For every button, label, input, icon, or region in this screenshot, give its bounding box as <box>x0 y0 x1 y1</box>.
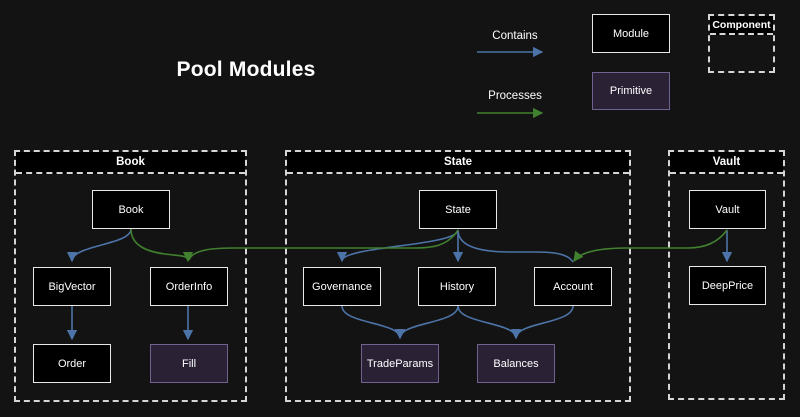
legend-module-box: Module <box>592 14 670 53</box>
legend-primitive-box: Primitive <box>592 72 670 110</box>
vault-container-title: Vault <box>670 152 783 174</box>
node-deepprice: DeepPrice <box>689 266 766 305</box>
legend-contains-label: Contains <box>492 30 538 42</box>
state-container-title: State <box>287 152 629 174</box>
node-account: Account <box>534 267 612 306</box>
node-book-label: Book <box>118 203 144 216</box>
node-governance-label: Governance <box>312 280 372 293</box>
node-state: State <box>419 190 497 229</box>
state-container: State <box>285 150 631 402</box>
node-book: Book <box>92 190 170 229</box>
vault-container: Vault <box>668 150 785 400</box>
node-balances: Balances <box>477 344 555 383</box>
node-tradeparams: TradeParams <box>361 344 439 383</box>
legend-module-label: Module <box>612 27 650 40</box>
node-deepprice-label: DeepPrice <box>701 279 754 292</box>
book-container: Book <box>14 150 247 402</box>
legend-primitive-label: Primitive <box>609 85 653 97</box>
node-order-label: Order <box>57 357 87 370</box>
node-vault-label: Vault <box>715 203 740 216</box>
node-account-label: Account <box>553 280 593 293</box>
node-state-label: State <box>445 203 471 216</box>
node-vault: Vault <box>689 190 766 229</box>
node-bigvector: BigVector <box>33 267 111 306</box>
node-orderinfo: OrderInfo <box>150 267 228 306</box>
node-balances-label: Balances <box>493 357 539 370</box>
node-bigvector-label: BigVector <box>48 280 96 293</box>
node-governance: Governance <box>303 267 381 306</box>
page-title: Pool Modules <box>176 58 316 81</box>
node-history-label: History <box>439 280 475 293</box>
node-fill: Fill <box>150 344 228 383</box>
legend-component-box: Component <box>708 14 775 73</box>
legend-component-label: Component <box>710 16 773 35</box>
book-container-title: Book <box>16 152 245 174</box>
node-fill-label: Fill <box>181 357 197 370</box>
node-history: History <box>418 267 496 306</box>
node-order: Order <box>33 344 111 383</box>
legend-processes-label: Processes <box>488 90 542 102</box>
node-orderinfo-label: OrderInfo <box>165 280 213 293</box>
node-tradeparams-label: TradeParams <box>366 357 434 370</box>
